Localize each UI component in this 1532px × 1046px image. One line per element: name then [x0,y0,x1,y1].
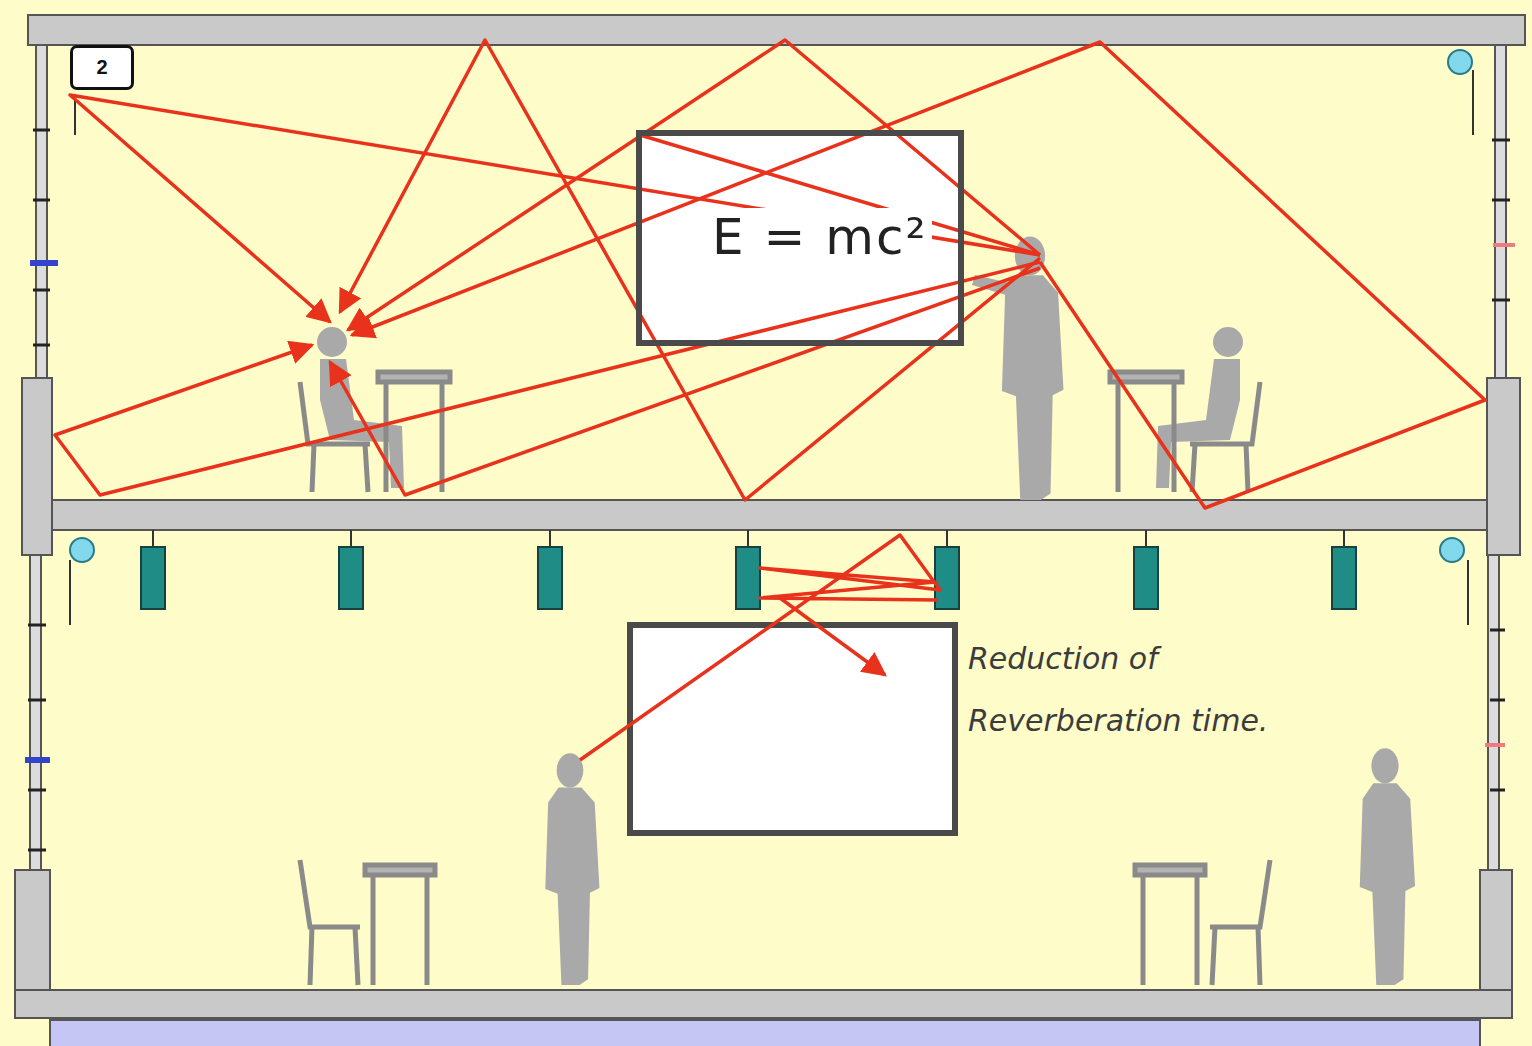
illustration-rect [1332,547,1356,609]
illustration-path [352,42,1485,508]
illustration-use [300,327,450,492]
illustration-circle [70,538,94,562]
lamps [70,50,1473,625]
illustration-path [70,70,1473,625]
illustration-use [1110,327,1260,492]
illustration-rect [1488,555,1499,870]
illustration-rect [50,1020,1480,1046]
illustration-path [300,860,360,985]
illustration-path [28,130,1510,850]
illustration-path [1135,865,1205,985]
illustration-rect [30,555,41,870]
callout-number: 2 [96,56,107,79]
callout-box: 2 [70,45,134,90]
illustration-path [55,262,1040,495]
acoustic-baffles [141,530,1356,609]
illustration-use [1360,748,1415,985]
illustration-path [1485,245,1515,745]
board-formula: E = mc² [708,208,932,266]
illustration-rect [141,547,165,609]
illustration-rect [935,547,959,609]
illustration-path [153,530,1344,547]
illustration-rect [15,870,50,1000]
illustration-rect [36,45,47,378]
illustration-rect [538,547,562,609]
illustration-rect [630,625,955,833]
illustration-rect [736,547,760,609]
illustration-rect [45,500,1510,530]
illustration-g [1135,860,1270,985]
window-ticks [25,130,1515,850]
illustration-path [330,268,1040,495]
blackboard: E = mc² [636,130,964,346]
illustration-rect [15,990,1512,1018]
illustration-rect [1495,45,1506,378]
sound-rays [55,40,1485,760]
illustration-rect [1134,547,1158,609]
structure [15,15,1525,1046]
people-and-furniture [300,236,1415,985]
illustration-path [365,865,435,985]
illustration-use [1002,236,1064,500]
illustration-circle [1440,538,1464,562]
illustration-path [580,535,940,760]
illustration-rect [1487,378,1520,555]
illustration-circle [1448,50,1472,74]
illustration-g [300,860,435,985]
illustration-path [25,263,58,760]
illustration-rect [339,547,363,609]
illustration-path [780,598,885,675]
illustration-rect [22,378,52,555]
illustration-path [1210,860,1270,985]
illustration-rect [28,15,1525,45]
annotation-text: Reduction of Reverberation time. [968,628,1353,752]
illustration-path [340,40,1040,500]
illustration-rect [1480,870,1512,1000]
illustration-use [545,753,599,985]
blackboards [630,130,964,833]
